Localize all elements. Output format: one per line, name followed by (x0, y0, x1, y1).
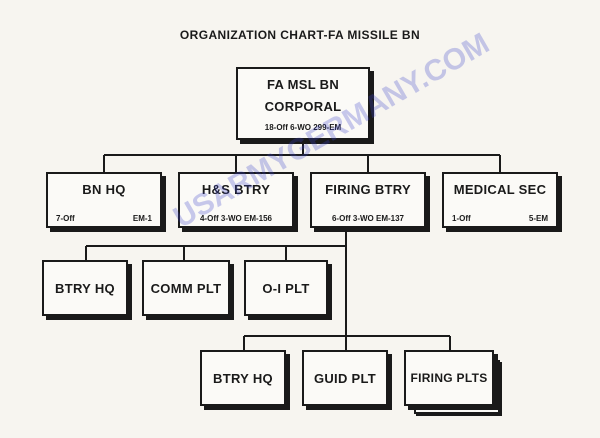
corporal-label: CORPORAL (264, 99, 342, 114)
fa-msl-bn-box: FA MSL BN CORPORAL 18-Off 6-WO 299-EM (236, 67, 370, 140)
firing-plts-box: FIRING PLTS (404, 350, 494, 406)
bn-hq-label: BN HQ (82, 182, 126, 197)
medical-sec-box: MEDICAL SEC 1-Off 5-EM (442, 172, 558, 228)
hs-btry-strength: 4-Off 3-WO EM-156 (199, 214, 272, 223)
medical-em: 5-EM (528, 214, 548, 223)
guid-plt-label: GUID PLT (313, 371, 377, 386)
firing-btry-box: FIRING BTRY 6-Off 3-WO EM-137 (310, 172, 426, 228)
btry-hq-box-1: BTRY HQ (42, 260, 128, 316)
chart-title: ORGANIZATION CHART-FA MISSILE BN (179, 28, 421, 42)
firing-plts-label: FIRING PLTS (410, 371, 488, 385)
bn-hq-off: 7-Off (56, 214, 75, 223)
medical-sec-label: MEDICAL SEC (453, 182, 547, 197)
btry-hq-box-2: BTRY HQ (200, 350, 286, 406)
bn-hq-em: EM-1 (132, 214, 152, 223)
comm-plt-label: COMM PLT (150, 281, 222, 296)
oi-plt-box: O-I PLT (244, 260, 328, 316)
hs-btry-box: H&S BTRY 4-Off 3-WO EM-156 (178, 172, 294, 228)
firing-btry-strength: 6-Off 3-WO EM-137 (331, 214, 404, 223)
firing-btry-label: FIRING BTRY (325, 182, 411, 197)
fa-msl-bn-label: FA MSL BN (266, 77, 340, 92)
bn-strength: 18-Off 6-WO 299-EM (264, 123, 342, 132)
btry-hq-label-1: BTRY HQ (55, 281, 115, 296)
medical-off: 1-Off (452, 214, 471, 223)
guid-plt-box: GUID PLT (302, 350, 388, 406)
btry-hq-label-2: BTRY HQ (213, 371, 273, 386)
hs-btry-label: H&S BTRY (201, 182, 271, 197)
oi-plt-label: O-I PLT (262, 281, 310, 296)
comm-plt-box: COMM PLT (142, 260, 230, 316)
bn-hq-box: BN HQ 7-Off EM-1 (46, 172, 162, 228)
